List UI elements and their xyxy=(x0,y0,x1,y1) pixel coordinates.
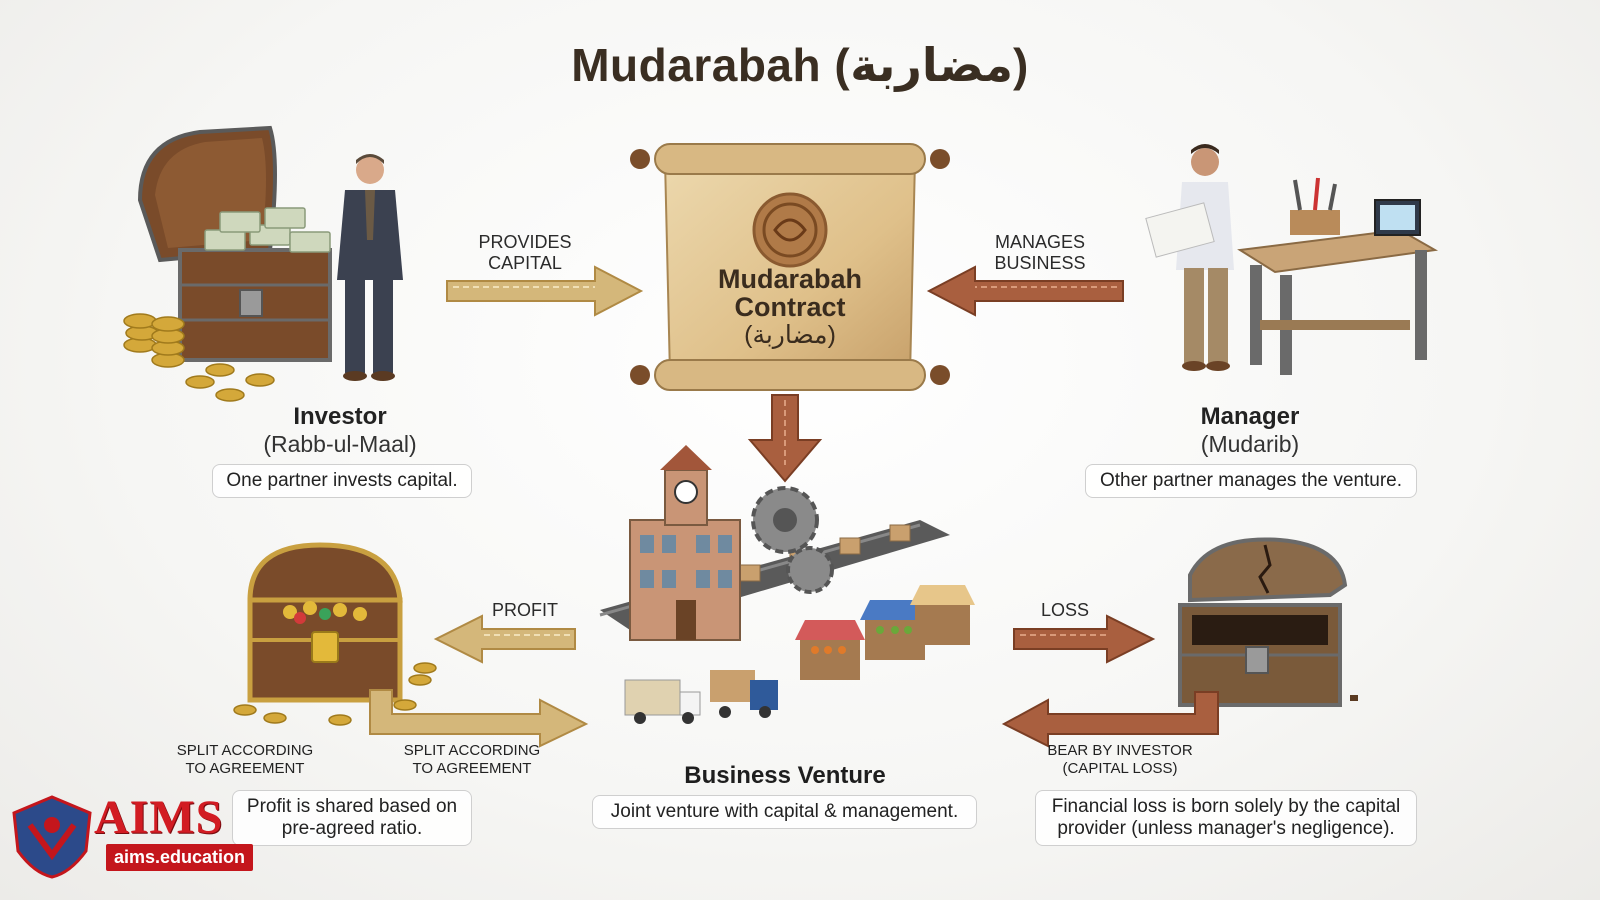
contract-arabic: (مضاربة) xyxy=(744,321,836,349)
investor-name: Investor xyxy=(293,403,387,430)
manager-subtitle: (Mudarib) xyxy=(1200,431,1300,457)
profit-note: Profit is shared based on pre-agreed rat… xyxy=(232,790,472,846)
workbench-icon xyxy=(1237,177,1439,375)
treasure-chest-open-icon xyxy=(123,125,332,402)
manager-illustration xyxy=(1120,140,1450,400)
profit-chest-illustration xyxy=(230,540,450,730)
manager-person-icon xyxy=(1145,144,1234,371)
contract-to-venture-arrow xyxy=(747,394,823,483)
venture-name: Business Venture xyxy=(684,762,886,789)
manager-note: Other partner manages the venture. xyxy=(1085,464,1417,498)
provides-capital-arrow xyxy=(446,265,644,317)
page-title: Mudarabah (مضاربة) xyxy=(571,39,1029,91)
aims-logo: AIMS aims.education xyxy=(10,790,260,885)
loss-note: Financial loss is born solely by the cap… xyxy=(1035,790,1417,846)
business-venture-illustration xyxy=(599,440,1000,740)
logo-text: AIMS xyxy=(94,791,224,844)
profit-arrow xyxy=(433,614,576,664)
profit-label: PROFIT xyxy=(492,600,558,620)
investor-illustration xyxy=(120,120,440,420)
treasure-chest-gold-icon xyxy=(233,542,437,726)
investor-note: One partner invests capital. xyxy=(212,464,472,498)
loss-arrow xyxy=(1013,614,1156,664)
venture-note: Joint venture with capital & management. xyxy=(592,795,977,829)
scroll-contract: Mudarabah Contract (مضاربة) xyxy=(625,130,955,400)
split-right-label: SPLIT ACCORDING TO AGREEMENT xyxy=(403,742,541,777)
business-venture-icon xyxy=(599,445,975,724)
wax-seal-icon xyxy=(752,192,828,268)
contract-title-line1: Mudarabah xyxy=(717,264,863,294)
investor-subtitle: (Rabb-ul-Maal) xyxy=(263,431,417,457)
broken-chest-illustration xyxy=(1170,535,1370,725)
provides-capital-label: PROVIDES CAPITAL xyxy=(478,232,572,273)
bear-by-investor-label: BEAR BY INVESTOR (CAPITAL LOSS) xyxy=(1047,742,1193,777)
loss-label: LOSS xyxy=(1040,600,1090,620)
split-left-label: SPLIT ACCORDING TO AGREEMENT xyxy=(176,742,314,777)
contract-title-line2: Contract xyxy=(734,292,846,322)
scroll-icon xyxy=(630,143,950,391)
manager-name: Manager xyxy=(1200,403,1300,430)
logo-url[interactable]: aims.education xyxy=(106,844,254,871)
manages-business-label: MANAGES BUSINESS xyxy=(994,232,1086,273)
aims-crest-icon xyxy=(12,795,92,879)
bear-by-investor-arrow xyxy=(1001,691,1219,748)
broken-chest-icon xyxy=(1178,537,1358,707)
investor-person-icon xyxy=(337,154,403,381)
split-arrow xyxy=(369,689,589,748)
manages-business-arrow xyxy=(926,265,1124,317)
